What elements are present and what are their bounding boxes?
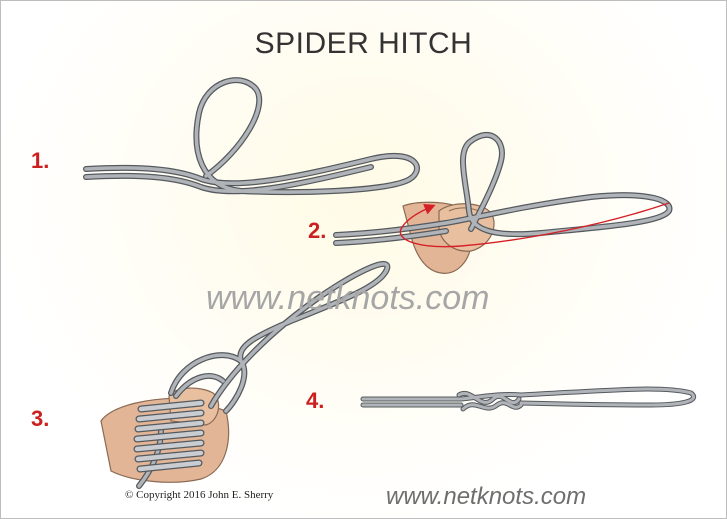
step-2-rope bbox=[333, 132, 673, 246]
copyright-notice: © Copyright 2016 John E. Sherry bbox=[125, 489, 274, 501]
step-2-label: 2. bbox=[308, 218, 327, 243]
step-4-knot bbox=[360, 386, 696, 412]
step-1-rope bbox=[83, 77, 420, 196]
step-3-rope bbox=[133, 261, 391, 489]
step-4-label: 4. bbox=[306, 388, 325, 413]
page-title: SPIDER HITCH bbox=[254, 27, 473, 60]
step-3-label: 3. bbox=[31, 406, 50, 431]
watermark-middle: www.netknots.com bbox=[206, 279, 490, 317]
step-1-label: 1. bbox=[31, 148, 50, 173]
step-2-arrow bbox=[399, 202, 670, 248]
watermark-bottom: www.netknots.com bbox=[386, 483, 587, 510]
